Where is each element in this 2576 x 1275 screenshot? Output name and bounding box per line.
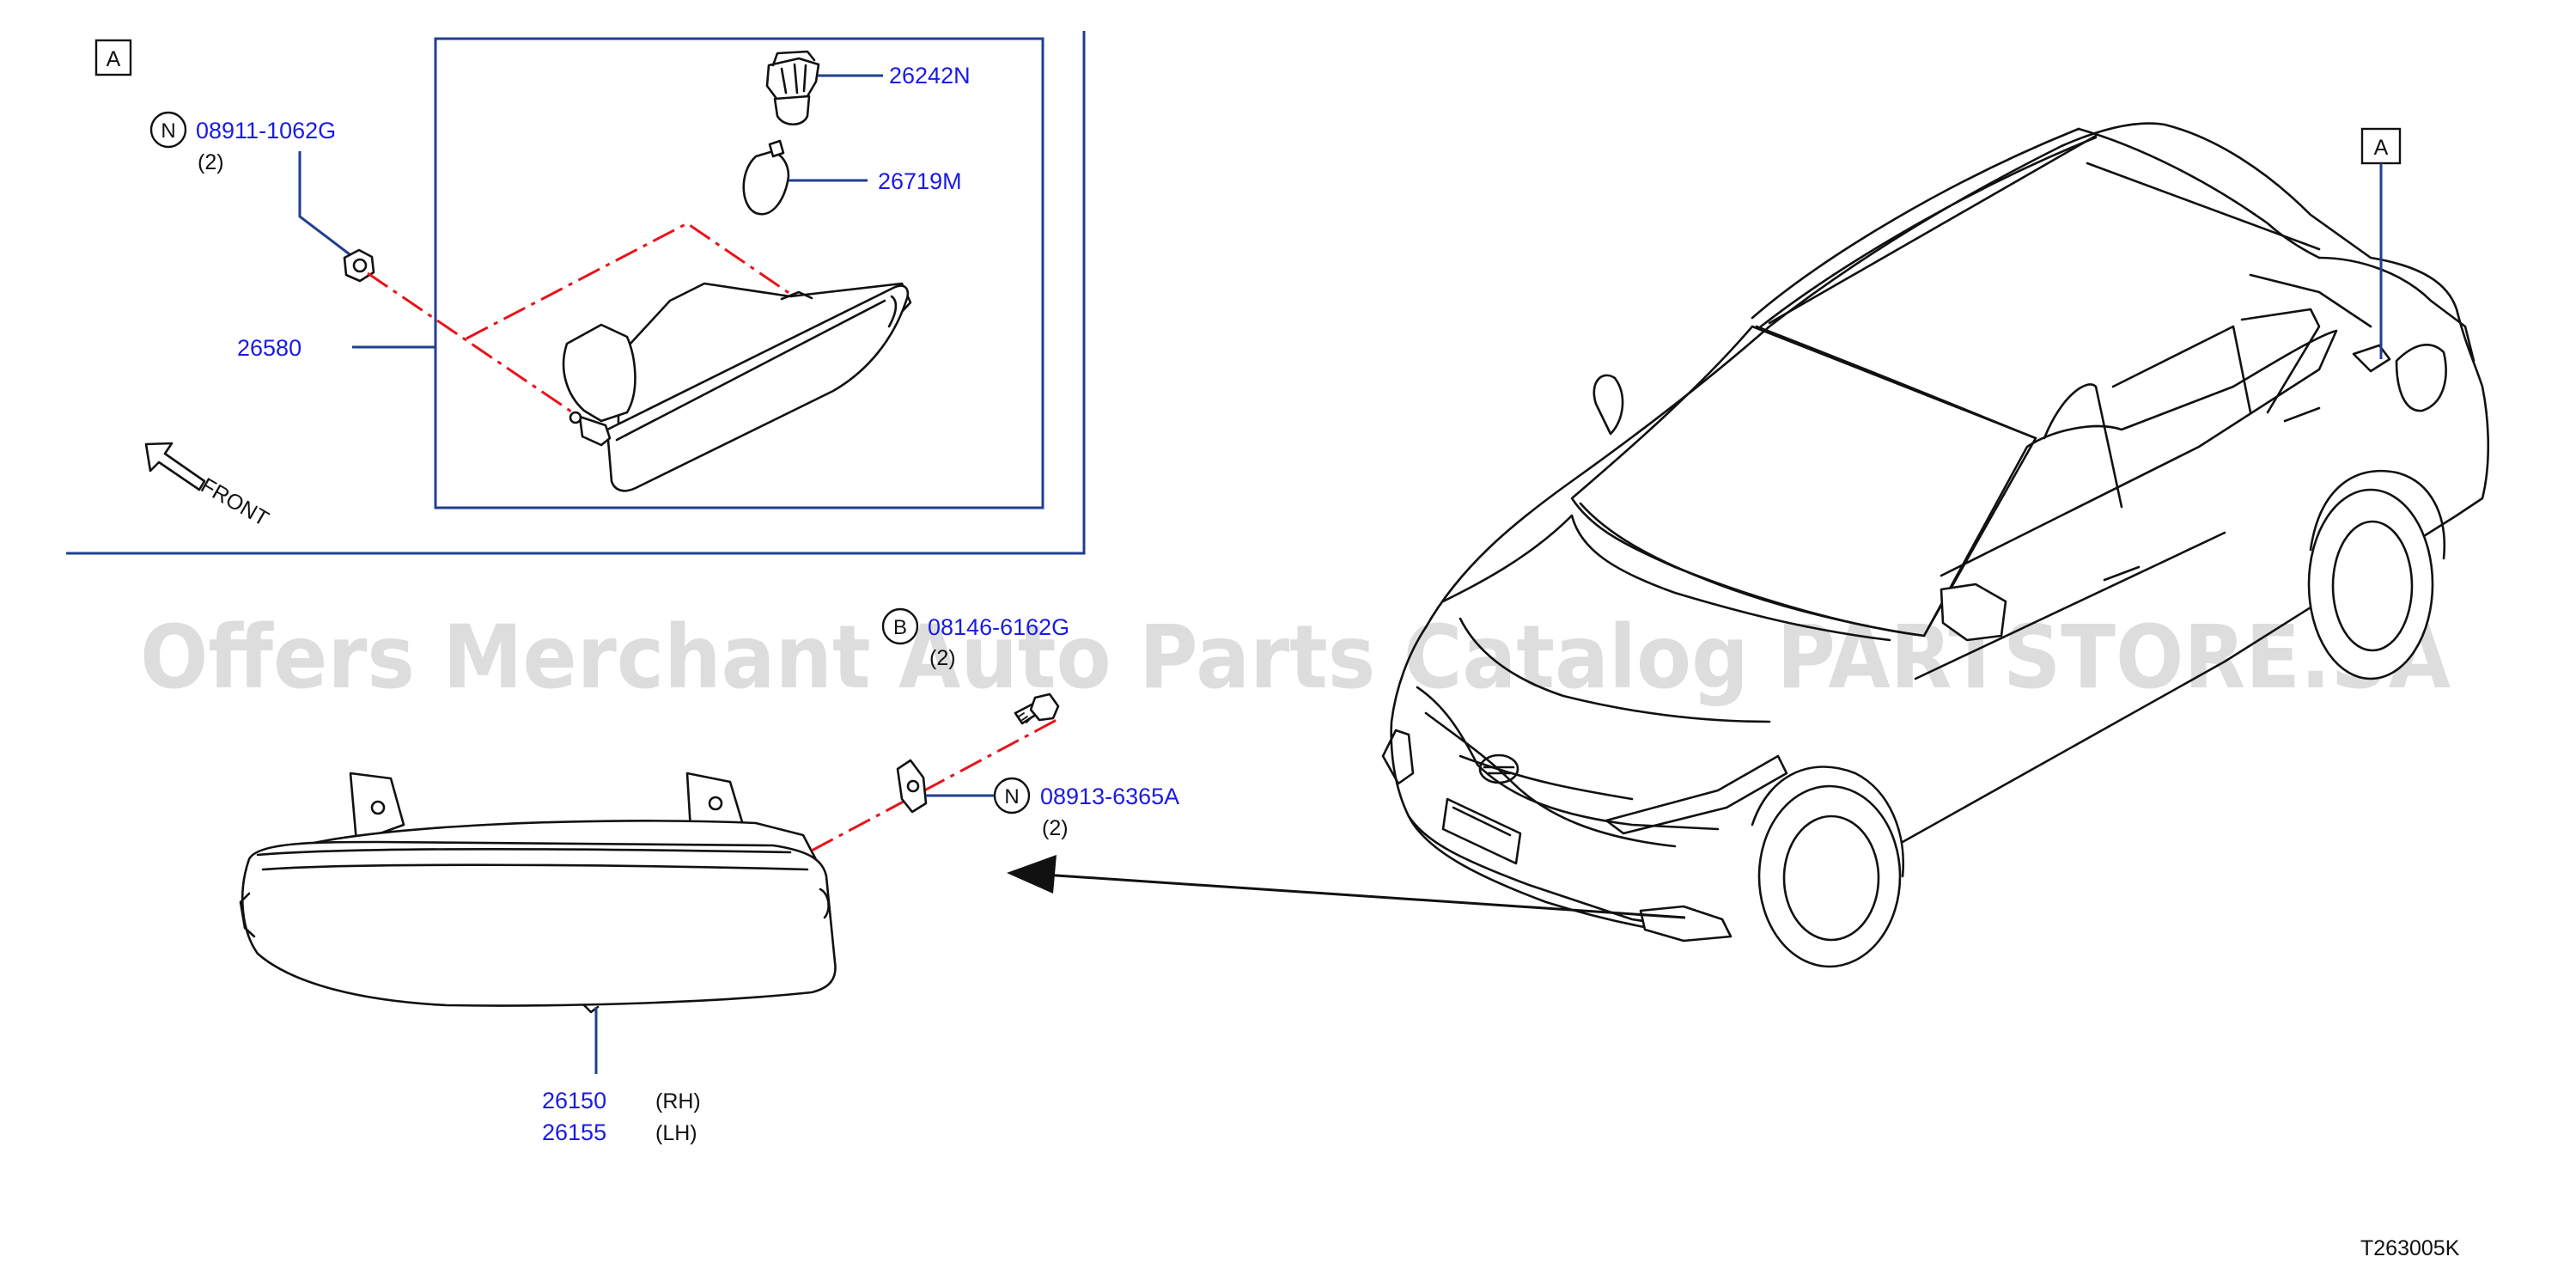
- rear-fog-lamp-location: [2352, 344, 2391, 373]
- nut-symbol-n: [149, 111, 187, 149]
- bolt-icon: [1014, 692, 1060, 725]
- bolt-symbol-b: [881, 607, 919, 645]
- watermark-text: Offers Merchant Auto Parts Catalog PARTS…: [140, 607, 2451, 709]
- part-number-08146-6162G[interactable]: 08146-6162G: [928, 614, 1069, 640]
- bolt-quantity: (2): [929, 646, 956, 670]
- arrow-head-icon: [1007, 855, 1057, 894]
- front-direction-indicator: FRONT: [144, 442, 273, 531]
- part-number-08913-6365A[interactable]: 08913-6365A: [1040, 784, 1179, 809]
- view-tag-a-label: A: [107, 47, 121, 71]
- clip-nut-callout: N 08913-6365A (2): [896, 759, 1179, 840]
- detail-a-inset: A N 08911-1062G (2) 26580: [66, 31, 1086, 555]
- front-label: FRONT: [197, 473, 273, 531]
- bulb-icon: [742, 139, 790, 216]
- vehicle-view-tag-a: A: [2360, 127, 2402, 359]
- part-number-26580[interactable]: 26580: [237, 335, 301, 361]
- clip-nut-quantity: (2): [1042, 816, 1069, 840]
- vehicle-view-tag-a-label: A: [2374, 136, 2389, 160]
- nut-prefix: N: [161, 119, 175, 143]
- bolt-callout: B 08146-6162G (2): [881, 607, 1069, 725]
- phantom-line-lamp: [811, 718, 1057, 852]
- clip-nut-icon: [896, 759, 928, 814]
- lamp-side-rh: (RH): [655, 1089, 701, 1113]
- lamp-housing-icon: [562, 282, 912, 492]
- part-number-08911-1062G[interactable]: 08911-1062G: [196, 118, 336, 143]
- nut-leader: [298, 151, 350, 256]
- part-number-26150[interactable]: 26150: [542, 1088, 606, 1113]
- location-arrow: [1007, 855, 1686, 919]
- fog-lamp-icon: [239, 772, 837, 1014]
- part-number-26155[interactable]: 26155: [542, 1119, 606, 1145]
- clip-nut-prefix: N: [1004, 785, 1019, 808]
- front-arrow-icon: [144, 442, 206, 491]
- diagram-code: T263005K: [2360, 1236, 2460, 1260]
- clip-nut-symbol-n: [993, 777, 1031, 814]
- nut-quantity: (2): [198, 150, 224, 174]
- nut-icon: [343, 248, 375, 283]
- detail-boundary: [66, 31, 1086, 555]
- vehicle-illustration: [1381, 122, 2490, 968]
- housing-callout: 26580: [237, 335, 435, 361]
- view-tag-a: A: [94, 39, 132, 76]
- part-number-26242N[interactable]: 26242N: [889, 63, 971, 88]
- phantom-line-nut: [367, 271, 596, 430]
- part-number-26719M[interactable]: 26719M: [878, 168, 962, 194]
- bolt-prefix: B: [893, 616, 907, 639]
- fog-lamp-assembly: 26150 (RH) 26155 (LH): [239, 718, 1057, 1145]
- bulb-callout: 26719M: [742, 139, 962, 216]
- socket-icon: [765, 50, 820, 126]
- lamp-side-lh: (LH): [655, 1121, 697, 1145]
- lamp-detail-frame: [434, 37, 1044, 509]
- nut-callout: N 08911-1062G (2): [149, 111, 350, 256]
- socket-callout: 26242N: [765, 50, 971, 126]
